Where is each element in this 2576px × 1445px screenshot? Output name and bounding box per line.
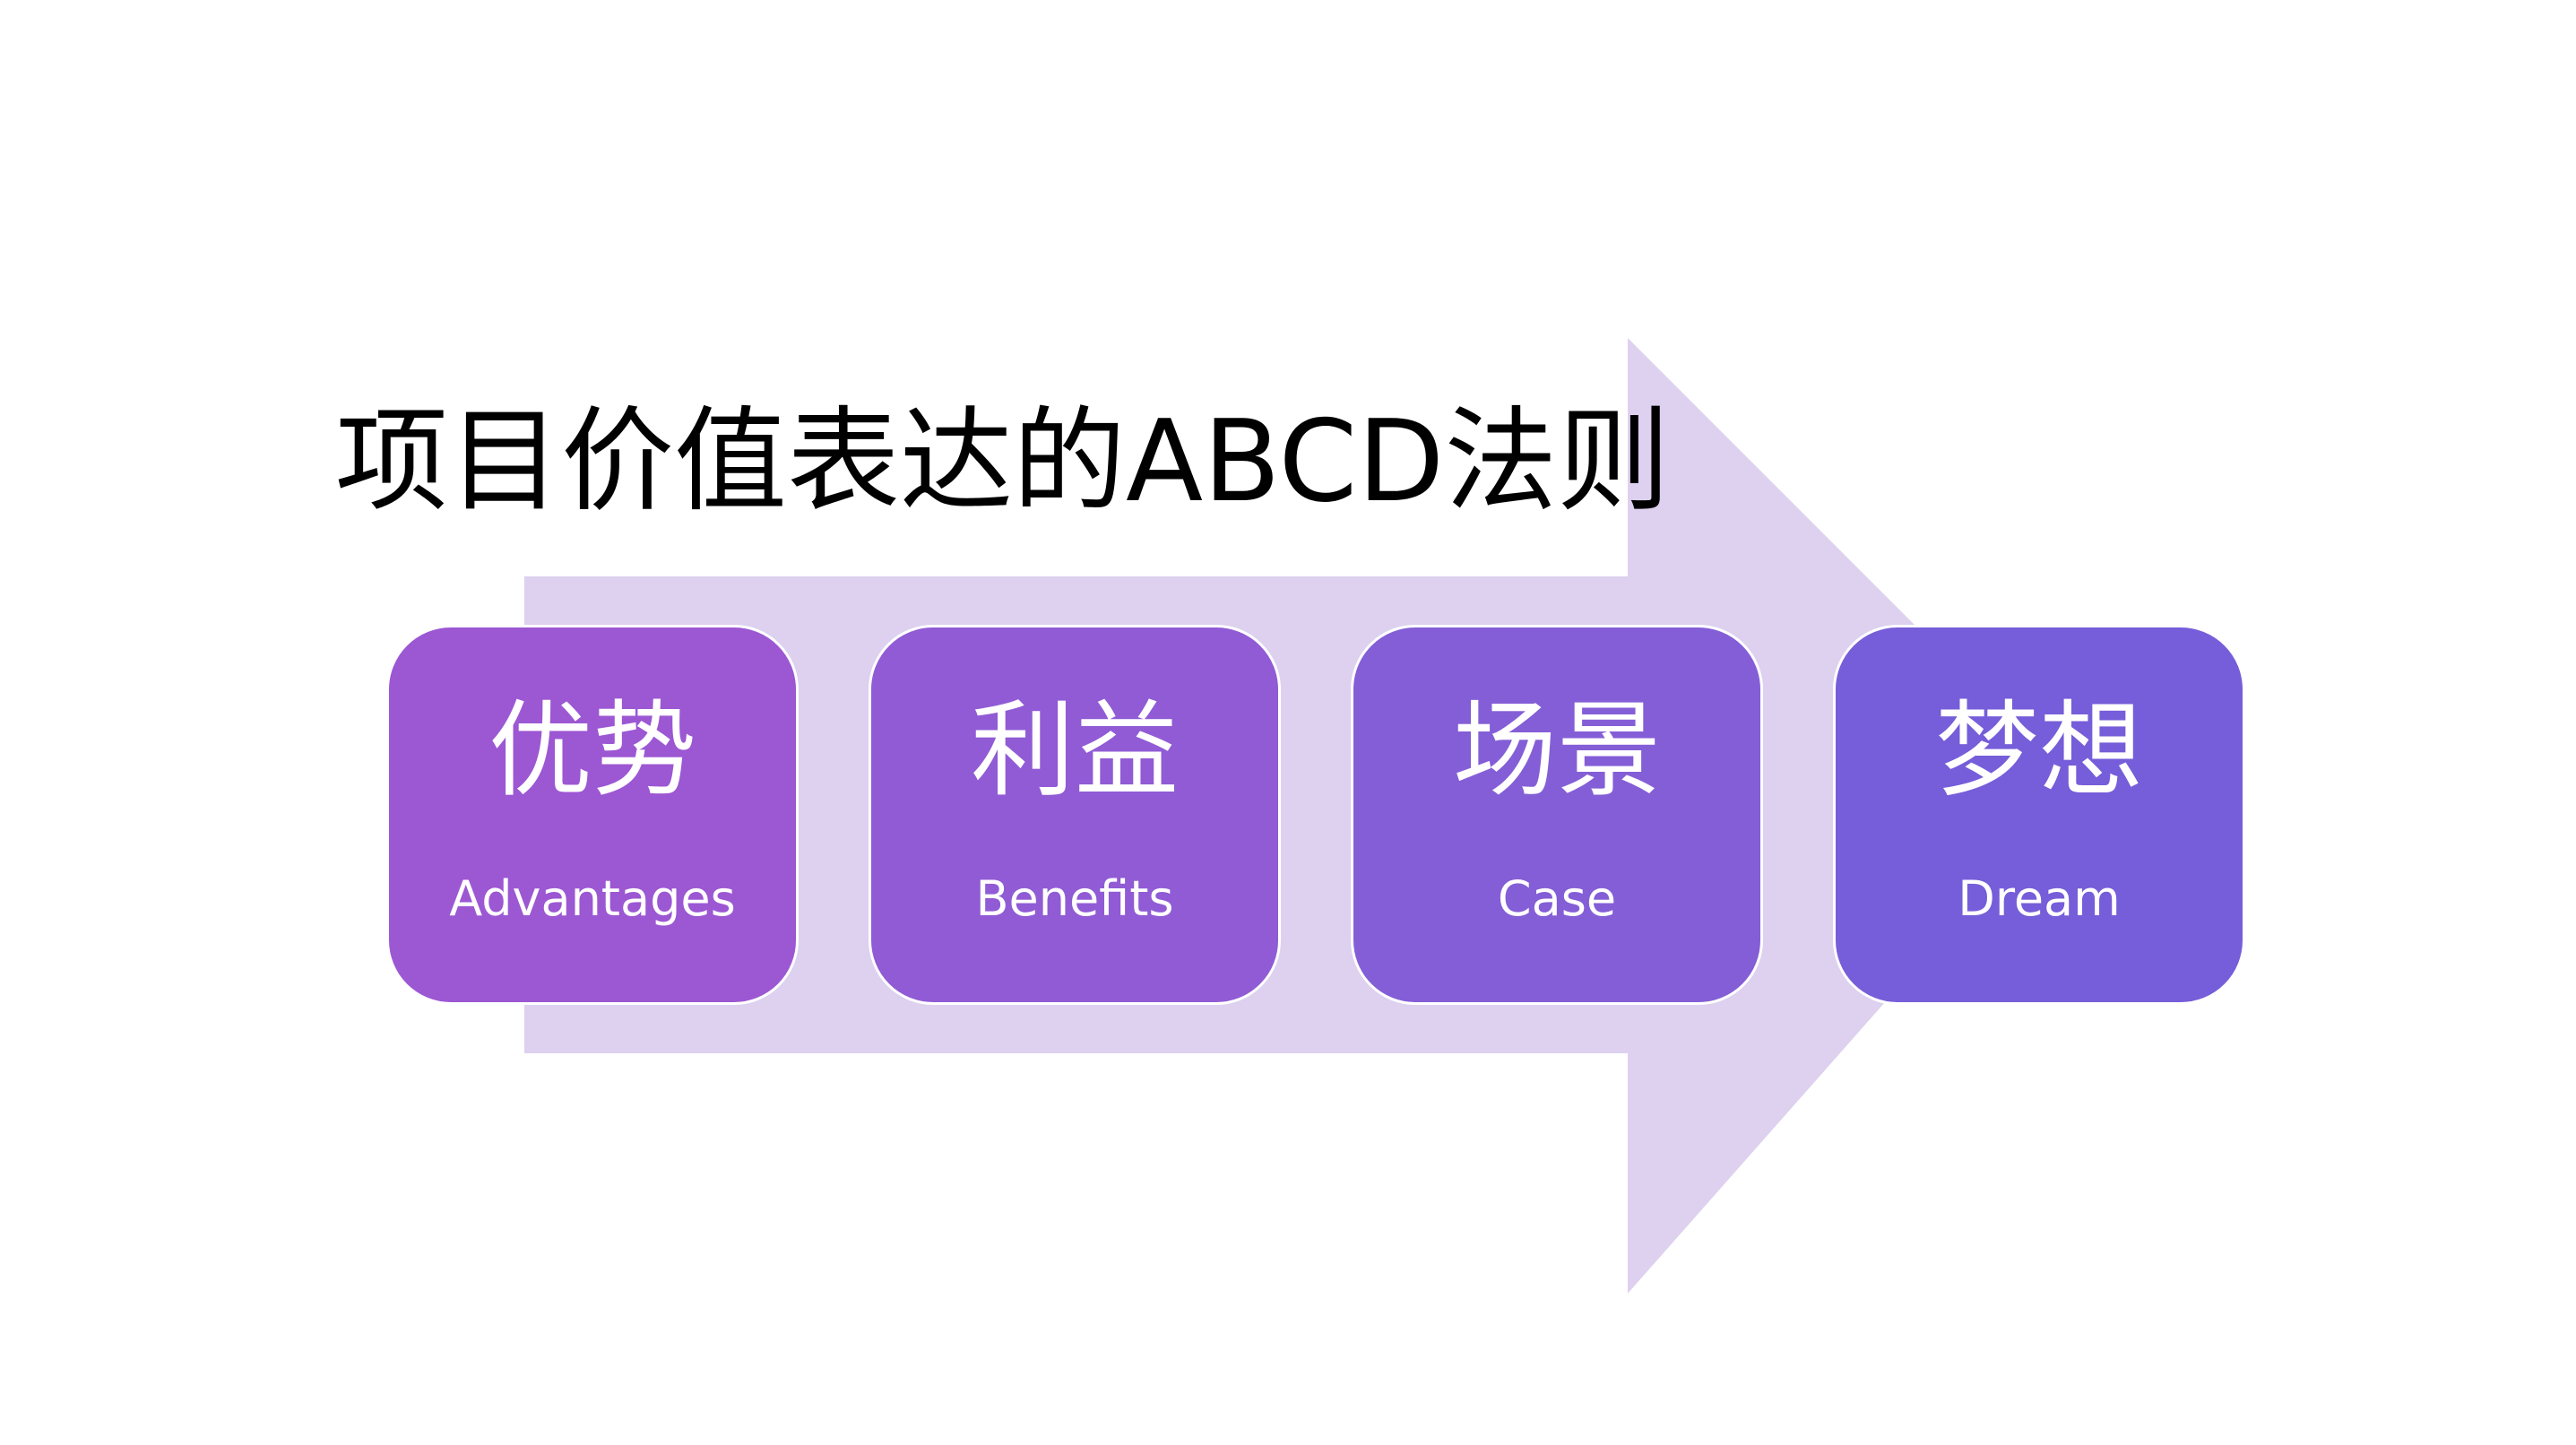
card-english-label: Case — [1497, 870, 1617, 927]
arrow-shape — [524, 338, 2076, 1294]
card-chinese-label: 利益 — [971, 690, 1179, 811]
card-english-label: Benefits — [975, 870, 1174, 927]
card-benefits: 利益 Benefits — [869, 625, 1281, 1005]
card-chinese-label: 优势 — [488, 690, 696, 811]
card-dream: 梦想 Dream — [1833, 625, 2245, 1005]
card-advantages: 优势 Advantages — [386, 625, 799, 1005]
card-chinese-label: 梦想 — [1935, 690, 2143, 811]
card-case: 场景 Case — [1351, 625, 1763, 1005]
card-chinese-label: 场景 — [1453, 690, 1661, 811]
page-title: 项目价值表达的ABCD法则 — [335, 395, 1671, 527]
card-english-label: Advantages — [449, 870, 736, 927]
card-english-label: Dream — [1958, 870, 2121, 927]
